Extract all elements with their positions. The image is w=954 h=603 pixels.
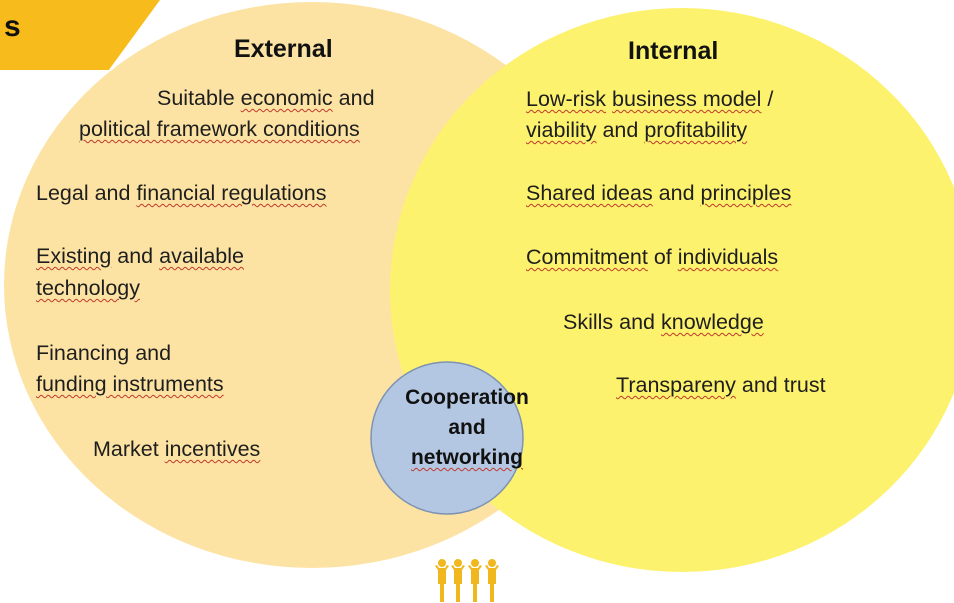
internal-item-1-line-2-run-2: and <box>596 118 645 142</box>
external-item-1-line-1-run-2: economic <box>240 86 333 110</box>
external-item-1-line-1-run-3: and <box>332 86 375 110</box>
internal-item-5: Transpareny and trust <box>616 370 826 401</box>
external-item-5: Market incentives <box>93 434 260 465</box>
internal-item-1-line-1-run-3: business model <box>612 87 762 111</box>
internal-item-1-line-2-run-3: profitability <box>644 118 748 142</box>
internal-item-4-run-1: Skills and <box>563 310 661 334</box>
cooperation-circle <box>370 361 524 515</box>
cooperation-label-line-1: Cooperation <box>405 386 529 409</box>
external-item-3-line-1-run-2: and <box>111 244 160 268</box>
people-group-icon <box>435 559 499 602</box>
cooperation-label-line-3: networking <box>410 446 523 469</box>
external-item-1-line-2: political framework conditions <box>79 114 360 145</box>
external-item-3-line-1: Existing and available <box>36 241 244 272</box>
internal-item-4: Skills and knowledge <box>563 307 764 338</box>
external-item-1-line-1-run-1: Suitable <box>157 86 241 110</box>
internal-item-1-line-2: viability and profitability <box>526 115 747 146</box>
banner-label: s <box>4 10 21 43</box>
external-item-5-run-1: Market <box>93 437 165 461</box>
external-item-2-run-2: financial regulations <box>136 181 327 205</box>
external-title: External <box>234 35 333 63</box>
external-item-4-line-2: funding instruments <box>36 369 224 400</box>
internal-item-5-run-1: Transpareny <box>616 373 736 397</box>
external-item-3-line-2-run-1: technology <box>36 276 140 300</box>
internal-item-3-run-2: of <box>647 245 678 269</box>
internal-item-5-run-2: and trust <box>735 373 826 397</box>
cooperation-label: Cooperation and networking <box>378 383 556 473</box>
external-item-4-line-2-run-1: funding instruments <box>36 372 224 396</box>
internal-item-3-run-1: Commitment <box>526 245 648 269</box>
internal-item-2-run-1: Shared ideas <box>526 181 653 205</box>
external-item-3-line-1-run-3: available <box>159 244 244 268</box>
internal-item-1-line-1-run-4: / <box>761 87 774 111</box>
external-item-1-line-2-run-1: political framework conditions <box>79 117 360 141</box>
cooperation-label-line-2: and <box>448 416 486 439</box>
internal-item-1-line-1-run-1: Low-risk <box>526 87 607 111</box>
internal-item-3-run-3: individuals <box>677 245 779 269</box>
internal-title: Internal <box>628 37 719 65</box>
internal-item-4-run-2: knowledge <box>661 310 764 334</box>
internal-item-2-run-3: principles <box>700 181 792 205</box>
internal-item-3: Commitment of individuals <box>526 242 778 273</box>
internal-item-2: Shared ideas and principles <box>526 178 791 209</box>
external-item-3-line-2: technology <box>36 273 140 304</box>
internal-item-1-line-1: Low-risk business model / <box>526 84 773 115</box>
internal-item-1-line-2-run-1: viability <box>526 118 597 142</box>
external-item-2: Legal and financial regulations <box>36 178 326 209</box>
internal-circle <box>390 8 954 572</box>
external-item-2-run-1: Legal and <box>36 181 137 205</box>
external-item-4-line-1: Financing and <box>36 338 171 369</box>
external-item-1-line-1: Suitable economic and <box>157 83 375 114</box>
external-item-3-line-1-run-1: Existing <box>36 244 112 268</box>
external-item-5-run-2: incentives <box>164 437 261 461</box>
external-item-4-line-1-run-1: Financing and <box>36 341 172 365</box>
internal-item-2-run-2: and <box>652 181 701 205</box>
